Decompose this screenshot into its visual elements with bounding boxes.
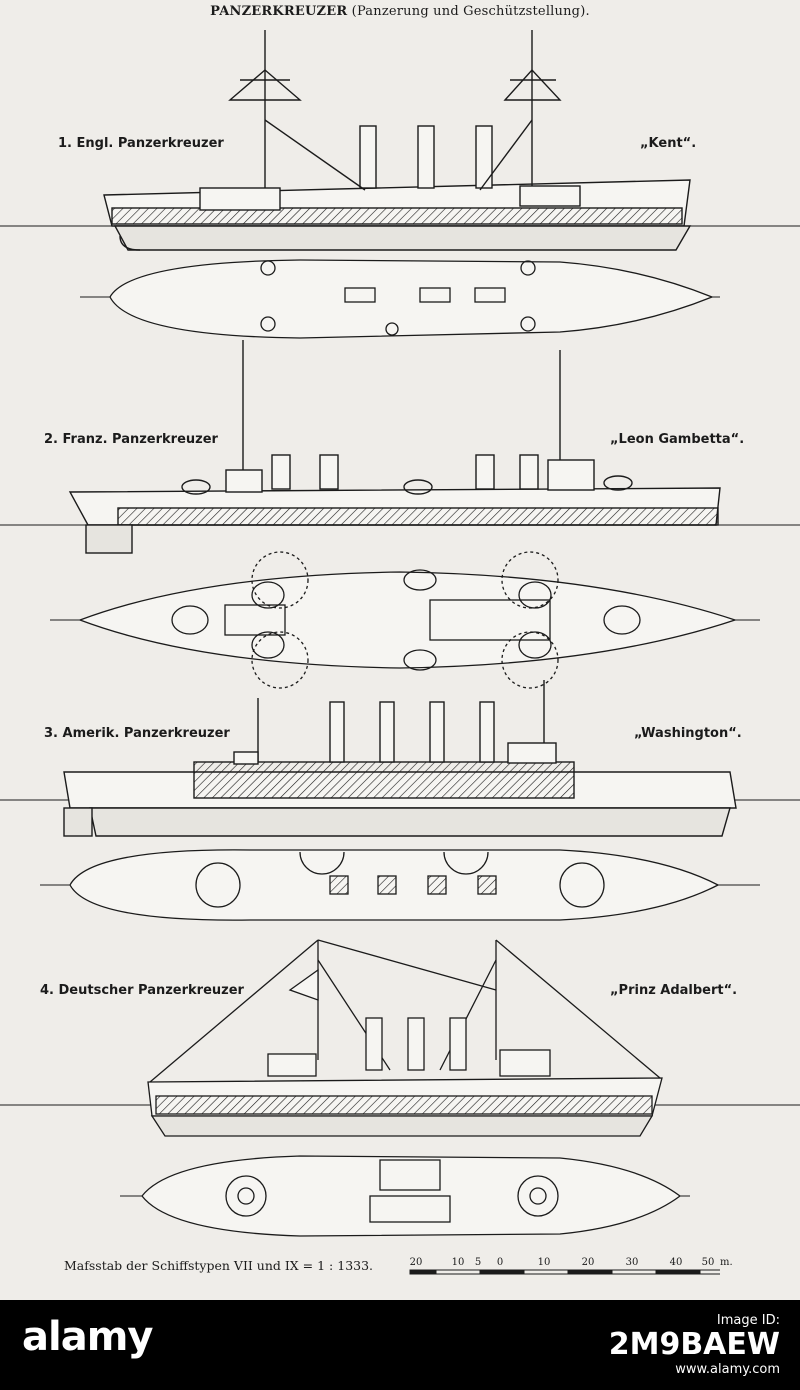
washington-profile <box>0 680 800 837</box>
kent-profile <box>0 30 800 251</box>
alamy-logo: alamy <box>22 1314 153 1360</box>
scale-tick: 40 <box>669 1257 683 1268</box>
image-id-prefix: Image ID: <box>716 1313 780 1328</box>
ship-label-3: 3. Amerik. Panzerkreuzer <box>44 726 230 741</box>
image-id-block: Image ID: 2M9BAEW www.alamy.com <box>609 1313 780 1377</box>
site-url: www.alamy.com <box>675 1362 780 1377</box>
scale-tick: 5 <box>474 1257 482 1268</box>
leon-gambetta-deck-plan <box>50 551 760 689</box>
scale-tick: 0 <box>496 1257 504 1268</box>
scale-tick: 10 <box>537 1257 551 1268</box>
stock-footer: alamy Image ID: 2M9BAEW www.alamy.com <box>0 1300 800 1390</box>
scale-label: Mafsstab der Schiffstypen VII und IX = 1… <box>64 1258 374 1273</box>
plate-title-main: PANZERKREUZER <box>210 4 348 19</box>
plate-title: PANZERKREUZER (Panzerung und Geschützste… <box>0 4 800 19</box>
kent-deck-plan <box>80 259 720 339</box>
washington-deck-plan <box>40 849 760 921</box>
ship-label-2: 2. Franz. Panzerkreuzer <box>44 432 218 447</box>
prinz-adalbert-deck-plan <box>120 1155 690 1237</box>
ship-name-3: „Washington“. <box>634 726 742 741</box>
plate-title-sub: (Panzerung und Geschützstellung). <box>351 4 590 19</box>
ship-name-2: „Leon Gambetta“. <box>610 432 745 447</box>
leon-gambetta-profile <box>0 340 800 554</box>
prinz-adalbert-profile <box>0 939 800 1137</box>
scale-tick: 20 <box>409 1257 423 1268</box>
ship-name-4: „Prinz Adalbert“. <box>610 983 738 998</box>
ship-name-1: „Kent“. <box>640 136 697 151</box>
image-id-code: 2M9BAEW <box>608 1327 780 1362</box>
scale-tick: 50 <box>701 1257 715 1268</box>
scale-tick: 10 <box>451 1257 465 1268</box>
scale-unit: m. <box>720 1257 733 1268</box>
ship-drawings <box>0 30 800 1275</box>
scale-tick: 30 <box>625 1257 639 1268</box>
scale-bar <box>409 1269 720 1275</box>
illustration-plate: PANZERKREUZER (Panzerung und Geschützste… <box>0 0 800 1300</box>
ship-label-1: 1. Engl. Panzerkreuzer <box>58 136 224 151</box>
scale-tick: 20 <box>581 1257 595 1268</box>
ship-label-4: 4. Deutscher Panzerkreuzer <box>40 983 244 998</box>
